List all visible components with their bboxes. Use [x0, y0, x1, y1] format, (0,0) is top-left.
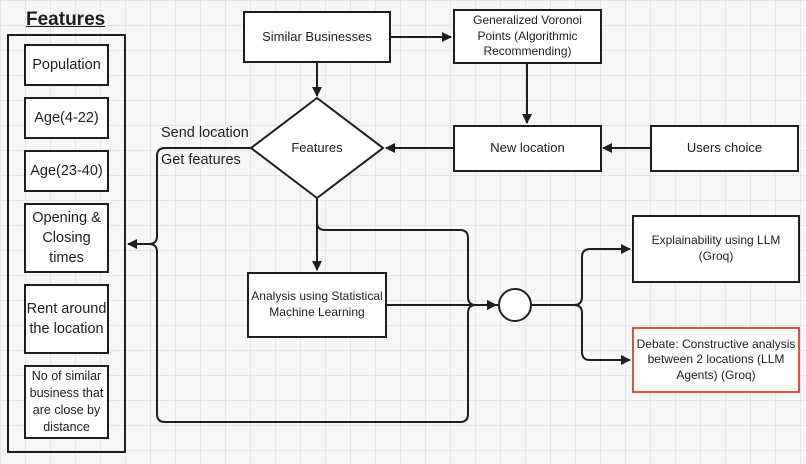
edge-loop-to-panel: [148, 243, 498, 423]
feature-population: Population: [24, 44, 109, 86]
edge-circle-to-explainability: [532, 244, 631, 306]
edge-label-send-location: Send location: [161, 125, 249, 141]
node-voronoi: Generalized Voronoi Points (Algorithmic …: [453, 9, 602, 64]
feature-opening-closing: Opening & Closing times: [24, 203, 109, 273]
features-panel: [7, 34, 126, 453]
feature-rent: Rent around the location: [24, 284, 109, 354]
feature-similar-business: No of similar business that are close by…: [24, 365, 109, 439]
features-decision-label: Features: [291, 140, 343, 155]
edge-circle-to-debate: [532, 304, 631, 365]
feature-age-23-40: Age(23-40): [24, 150, 109, 192]
feature-age-4-22: Age(4-22): [24, 97, 109, 139]
merge-junction-circle: [498, 288, 532, 322]
node-analysis: Analysis using Statistical Machine Learn…: [247, 272, 387, 338]
node-similar-businesses: Similar Businesses: [243, 11, 391, 63]
node-new-location: New location: [453, 125, 602, 172]
node-debate: Debate: Constructive analysis between 2 …: [632, 327, 800, 393]
edge-label-get-features: Get features: [161, 152, 241, 168]
edge-features-to-circle: [316, 198, 497, 310]
features-title: Features: [26, 9, 106, 30]
node-users-choice: Users choice: [650, 125, 799, 172]
node-explainability: Explainability using LLM (Groq): [632, 215, 800, 283]
